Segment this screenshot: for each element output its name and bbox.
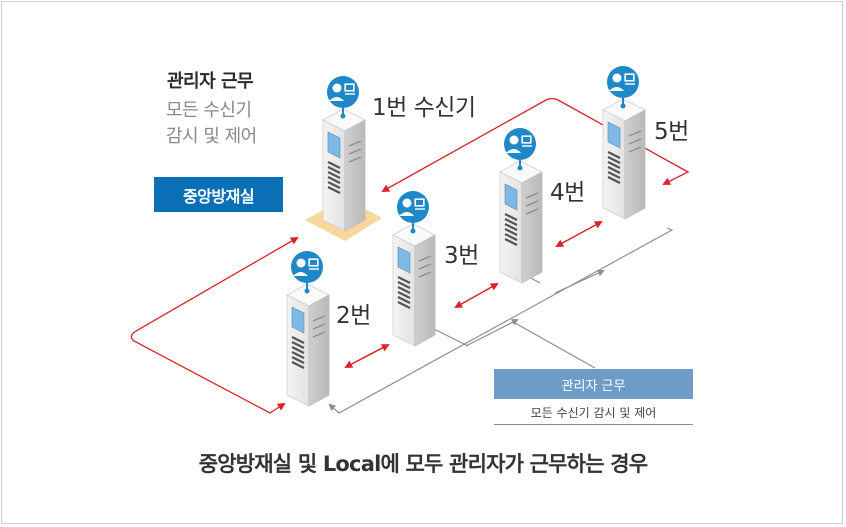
local-admin-box: 관리자 근무 <box>494 369 693 399</box>
receiver-screen <box>504 183 518 211</box>
red-peer-arrows <box>344 221 603 368</box>
operator-monitor-icon <box>291 251 323 294</box>
receiver-4-label: 4번 <box>550 180 585 206</box>
receiver-3-cabinet <box>392 191 436 347</box>
operator-monitor-icon <box>607 66 639 109</box>
receiver-5-cabinet <box>602 66 646 220</box>
gray-network-lines <box>328 227 674 414</box>
local-admin-subtitle: 모든 수신기 감시 및 제어 <box>494 400 693 425</box>
receiver-1-label: 1번 수신기 <box>372 95 476 121</box>
receiver-screen <box>607 121 621 149</box>
receiver-screen <box>397 246 411 274</box>
central-control-room-badge: 중앙방재실 <box>154 177 283 212</box>
receiver-1-cabinet <box>322 76 366 232</box>
diagram-caption: 중앙방재실 및 Local에 모두 관리자가 근무하는 경우 <box>198 452 648 476</box>
operator-monitor-icon <box>504 128 536 171</box>
receiver-screen <box>291 306 305 334</box>
receiver-3-label: 3번 <box>444 243 479 269</box>
receiver-4-cabinet <box>499 128 543 284</box>
receiver-5-label: 5번 <box>654 119 689 145</box>
central-admin-heading: 관리자 근무 <box>167 71 254 92</box>
receiver-2-cabinet <box>286 251 330 407</box>
red-loop-lines <box>130 97 690 414</box>
operator-monitor-icon <box>397 191 429 234</box>
central-desc-line1: 모든 수신기 <box>166 100 252 121</box>
operator-monitor-icon <box>327 76 359 119</box>
receiver-2-label: 2번 <box>336 303 371 329</box>
central-desc-line2: 감시 및 제어 <box>166 126 257 147</box>
receiver-screen <box>327 131 341 159</box>
